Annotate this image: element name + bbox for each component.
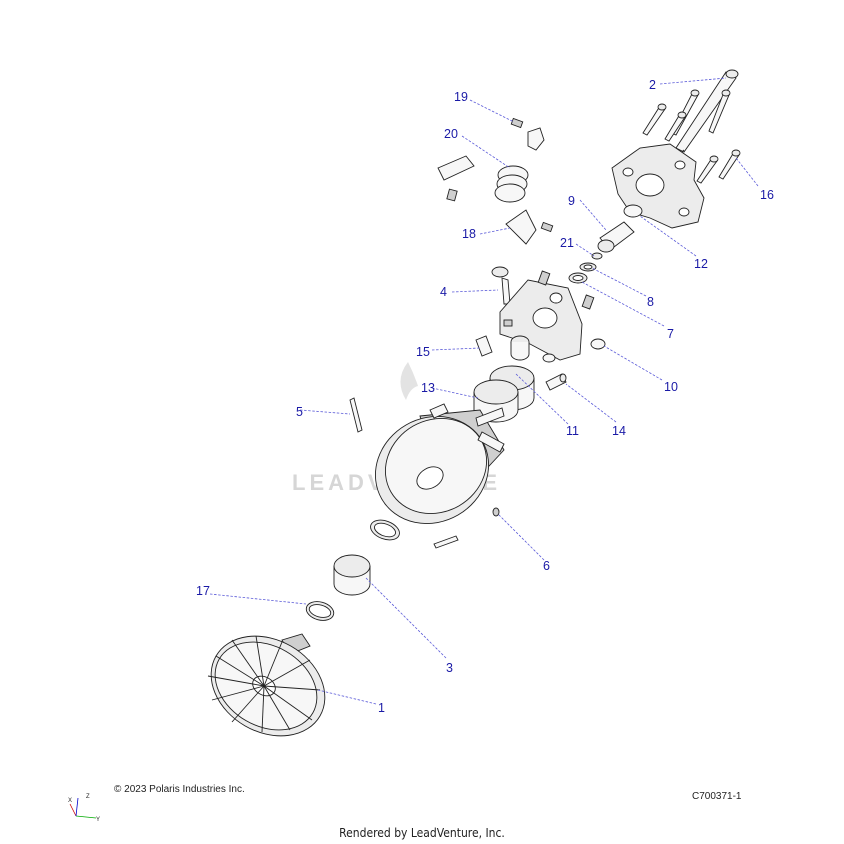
part-20-springs[interactable] bbox=[494, 165, 529, 203]
washers[interactable] bbox=[568, 252, 603, 284]
axis-x-label: X bbox=[68, 798, 72, 804]
part-9-sleeve[interactable] bbox=[597, 221, 635, 253]
part-10-roller[interactable] bbox=[542, 353, 556, 363]
callout-5[interactable]: 5 bbox=[296, 405, 303, 419]
callout-17[interactable]: 17 bbox=[196, 584, 210, 598]
part-rollers-left[interactable] bbox=[437, 155, 475, 202]
part-3-bushing[interactable] bbox=[333, 554, 371, 596]
axis-y-label: Y bbox=[96, 817, 100, 823]
callout-15[interactable]: 15 bbox=[416, 345, 430, 359]
part-11-bushing[interactable] bbox=[510, 335, 530, 361]
figure-code: C700371-1 bbox=[692, 791, 742, 802]
part-1-fixed-sheave[interactable] bbox=[193, 616, 343, 756]
callout-1[interactable]: 1 bbox=[378, 701, 385, 715]
rendered-by-footer: Rendered by LeadVenture, Inc. bbox=[339, 826, 505, 840]
part-14-pin[interactable] bbox=[545, 373, 567, 391]
callout-4[interactable]: 4 bbox=[440, 285, 447, 299]
callout-labels: 2 19 20 16 9 18 21 12 4 8 7 15 10 13 5 1… bbox=[196, 78, 774, 715]
part-15-button[interactable] bbox=[475, 319, 513, 357]
part-17-o-ring[interactable] bbox=[304, 599, 336, 624]
callout-3[interactable]: 3 bbox=[446, 661, 453, 675]
o-ring-upper[interactable] bbox=[368, 516, 459, 549]
part-12-spider[interactable] bbox=[611, 143, 705, 229]
callout-19[interactable]: 19 bbox=[454, 90, 468, 104]
moveable-sheave[interactable] bbox=[356, 396, 508, 544]
callout-11[interactable]: 11 bbox=[566, 424, 579, 438]
leader-lines bbox=[209, 77, 759, 705]
callout-7[interactable]: 7 bbox=[667, 327, 674, 341]
part-13-bushing[interactable] bbox=[473, 365, 535, 423]
callout-8[interactable]: 8 bbox=[647, 295, 654, 309]
callout-9[interactable]: 9 bbox=[568, 194, 575, 208]
callout-21[interactable]: 21 bbox=[560, 236, 574, 250]
part-4-bolt[interactable] bbox=[491, 266, 511, 305]
spider-bolts[interactable] bbox=[642, 89, 741, 184]
callout-12[interactable]: 12 bbox=[694, 257, 708, 271]
part-18-weight[interactable] bbox=[505, 209, 554, 245]
callout-13[interactable]: 13 bbox=[421, 381, 435, 395]
callout-20[interactable]: 20 bbox=[444, 127, 458, 141]
callout-14[interactable]: 14 bbox=[612, 424, 626, 438]
callout-16[interactable]: 16 bbox=[760, 188, 774, 202]
part-6-nut[interactable] bbox=[492, 507, 500, 517]
axis-z-label: Z bbox=[86, 794, 90, 800]
axis-indicator: X Z Y bbox=[68, 794, 100, 823]
callout-2[interactable]: 2 bbox=[649, 78, 656, 92]
callout-10[interactable]: 10 bbox=[664, 380, 678, 394]
part-2-bolt[interactable] bbox=[675, 69, 739, 157]
callout-6[interactable]: 6 bbox=[543, 559, 550, 573]
callout-18[interactable]: 18 bbox=[462, 227, 476, 241]
part-5-bolt[interactable] bbox=[349, 397, 363, 433]
part-19-pin[interactable] bbox=[510, 117, 545, 151]
copyright-notice: © 2023 Polaris Industries Inc. bbox=[114, 784, 245, 795]
